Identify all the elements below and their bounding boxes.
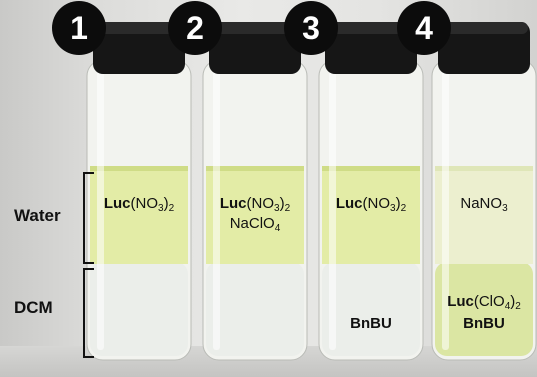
label-part: BnBU <box>463 315 505 332</box>
vial-label: BnBU <box>311 314 431 334</box>
vial-cap <box>93 22 185 74</box>
vial-1: 1 Luc(NO3)2 <box>52 0 199 377</box>
vial-label: Luc(NO3)2 <box>79 194 199 214</box>
dcm-phase <box>435 262 533 356</box>
vial-label: NaNO3 <box>424 194 537 214</box>
meniscus <box>322 166 420 171</box>
water-phase <box>322 168 420 264</box>
vial-label: Luc(NO3)2 <box>311 194 431 214</box>
label-part: (NO <box>246 195 275 212</box>
vial-number: 4 <box>415 10 433 46</box>
label-part: 3 <box>158 203 164 214</box>
water-phase-label: Water <box>14 206 61 225</box>
glass-highlight <box>329 70 336 350</box>
label-part: 2 <box>284 203 291 214</box>
vial-label-line: Luc(NO3)2 <box>79 194 199 214</box>
vial-1-graphic <box>86 22 192 361</box>
vial-label-line: Luc(NO3)2 <box>311 194 431 214</box>
vial-number-badge: 1 <box>52 1 106 55</box>
glass-highlight <box>213 70 220 350</box>
label-part: Luc <box>219 195 247 212</box>
vial-number-badge: 3 <box>284 1 338 55</box>
vial-number: 2 <box>186 10 204 46</box>
vial-cap-top <box>327 22 415 34</box>
label-part: Luc <box>335 195 363 212</box>
vial-label-line: BnBU <box>424 314 537 334</box>
vial-number-badge: 4 <box>397 1 451 55</box>
label-part: BnBU <box>350 315 392 332</box>
label-part: (NO <box>362 195 391 212</box>
vial-number: 1 <box>70 10 88 46</box>
glass-highlight <box>442 70 449 350</box>
water-bracket <box>83 172 94 264</box>
dcm-bracket <box>83 268 94 358</box>
label-part: ) <box>510 293 516 310</box>
vial-label: BnBU <box>424 314 537 334</box>
vial-label-line: Luc(ClO4)2 <box>424 292 537 312</box>
vial-label-line: NaClO4 <box>195 214 315 234</box>
label-part: 3 <box>390 203 396 214</box>
vial-cap <box>325 22 417 74</box>
label-part: NaNO <box>460 195 503 212</box>
label-part: (ClO <box>473 293 505 310</box>
label-part: 2 <box>168 203 175 214</box>
label-part: 3 <box>502 203 508 214</box>
label-part: 4 <box>274 223 281 234</box>
meniscus <box>206 166 304 171</box>
label-part: 2 <box>400 203 407 214</box>
label-part: ) <box>163 195 169 212</box>
vial-label: Luc(ClO4)2 <box>424 292 537 312</box>
water-phase <box>206 168 304 264</box>
dcm-phase <box>206 262 304 356</box>
dcm-phase <box>90 262 188 356</box>
vial-label-line: Luc(NO3)2 <box>195 194 315 214</box>
label-part: 3 <box>274 203 280 214</box>
vial-label-line: NaNO3 <box>424 194 537 214</box>
vial-cap-top <box>211 22 299 34</box>
label-part: Luc <box>103 195 131 212</box>
glass-highlight <box>97 70 104 350</box>
dcm-phase-label: DCM <box>14 298 53 317</box>
label-part: ) <box>395 195 401 212</box>
vial-3-graphic <box>318 22 424 361</box>
vial-number: 3 <box>302 10 320 46</box>
dcm-phase <box>322 262 420 356</box>
meniscus <box>435 166 533 171</box>
water-phase <box>435 168 533 264</box>
label-part: (NO <box>130 195 159 212</box>
label-part: Luc <box>447 293 474 310</box>
vial-3: 3 Luc(NO3)2 BnBU <box>284 0 431 377</box>
vial-cap <box>438 22 530 74</box>
vial-cap-top <box>440 22 528 34</box>
vial-2-graphic <box>202 22 308 361</box>
label-part: 4 <box>504 301 511 312</box>
label-part: ) <box>279 195 285 212</box>
vial-4-graphic <box>431 22 537 361</box>
water-phase <box>90 168 188 264</box>
vial-number-badge: 2 <box>168 1 222 55</box>
vial-cap <box>209 22 301 74</box>
vial-label-line: BnBU <box>311 314 431 334</box>
label-part: 2 <box>515 301 521 312</box>
meniscus <box>90 166 188 171</box>
label-part: NaClO <box>229 215 275 232</box>
vial-cap-top <box>95 22 183 34</box>
